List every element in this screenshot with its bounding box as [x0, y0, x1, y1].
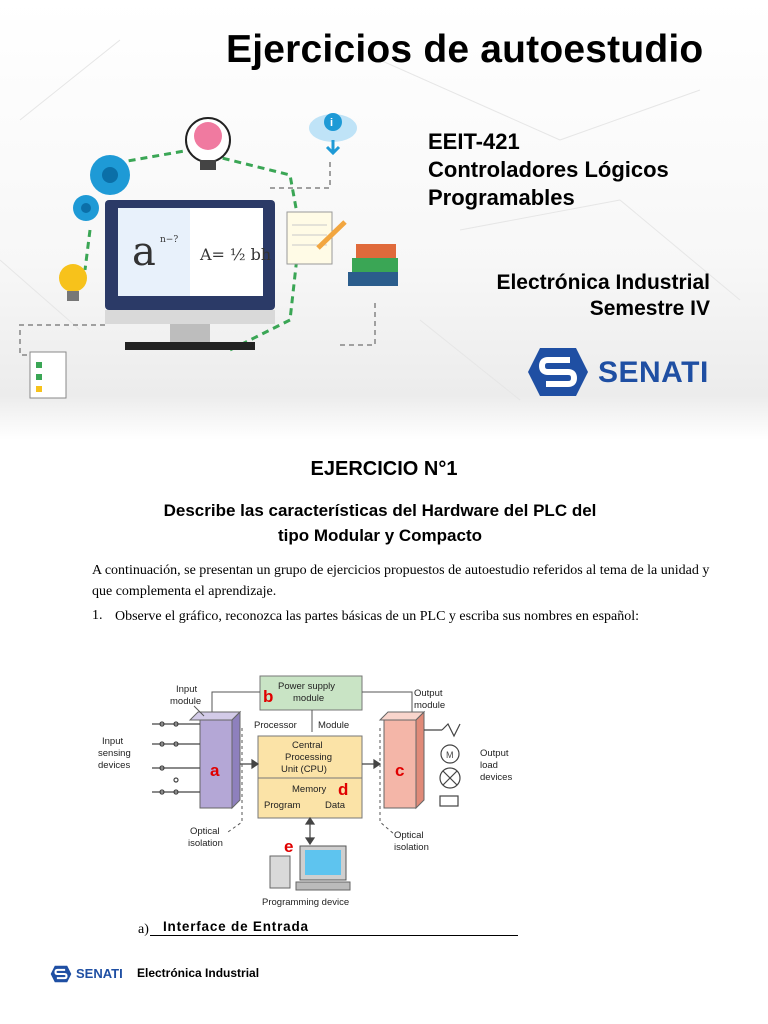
question-number: 1.: [92, 608, 103, 623]
hero-network-graphic: i a n−? A= ½ bh: [0, 39, 741, 401]
optical-isolation-right-1: Optical: [394, 830, 424, 841]
footer-brand-text: SENATI: [76, 966, 123, 981]
intro-paragraph: A continuación, se presentan un grupo de…: [92, 563, 710, 599]
department-name: Electrónica Industrial: [496, 271, 710, 294]
label-c: c: [395, 761, 404, 780]
optical-isolation-left-2: isolation: [188, 838, 223, 849]
output-module-box: [378, 710, 426, 810]
input-sensing-label-1: Input: [102, 736, 123, 747]
grey-connector: [19, 160, 376, 356]
page-title: Ejercicios de autoestudio: [226, 28, 704, 71]
cpu-label-2: Processing: [285, 752, 332, 763]
input-module-label-1: Input: [176, 684, 197, 695]
exercise-subtitle-line2: tipo Modular y Compacto: [278, 526, 482, 545]
output-module-label-1: Output: [414, 688, 443, 699]
power-supply-label-1: Power supply: [278, 681, 335, 692]
output-devices-icon: [424, 722, 461, 807]
input-sensing-label-3: devices: [98, 760, 130, 771]
course-code: EEIT-421: [428, 129, 520, 154]
power-supply-box: [259, 675, 363, 711]
exercise-subtitle-line1: Describe las características del Hardwar…: [163, 501, 597, 520]
cpu-box: [257, 735, 363, 819]
svg-text:n−?: n−?: [160, 235, 178, 245]
output-load-label-2: load: [480, 760, 498, 771]
label-b: b: [263, 687, 273, 706]
answer-value: Interface de Entrada: [163, 919, 309, 934]
monitor-icon: a n−? A= ½ bh: [105, 200, 275, 350]
books-icon: [348, 244, 398, 286]
motor-symbol: M: [446, 750, 454, 760]
senati-logo-icon: [528, 348, 588, 396]
footer-department: Electrónica Industrial: [137, 966, 260, 980]
optical-isolation-right-2: isolation: [394, 842, 429, 853]
footer-senati-logo-icon: [50, 965, 72, 983]
optical-isolation-left-1: Optical: [190, 826, 220, 837]
network-lines: [0, 39, 741, 401]
semester: Semestre IV: [589, 297, 710, 320]
output-load-label-1: Output: [480, 748, 509, 759]
question-text: Observe el gráfico, reconozca las partes…: [115, 609, 640, 624]
memory-label: Memory: [292, 784, 327, 795]
svg-text:a: a: [132, 229, 156, 275]
brain-bulb-icon: [185, 117, 231, 170]
senati-brand-text: SENATI: [598, 356, 709, 389]
input-module-box: [188, 710, 242, 810]
processor-label: Processor: [254, 720, 297, 731]
computer-icon: [269, 845, 351, 891]
dashed-connector: [83, 148, 302, 352]
cpu-label-1: Central: [292, 740, 323, 751]
input-switches-icon: [152, 721, 200, 795]
power-supply-label-2: module: [293, 693, 324, 704]
course-name: Controladores Lógicos Programables: [428, 157, 669, 210]
module-label: Module: [318, 720, 349, 731]
plc-diagram: Power supply module b a Input module Inp…: [98, 675, 512, 908]
gear-icon: [73, 155, 130, 221]
exercise-subtitle: Describe las características del Hardwar…: [100, 498, 660, 548]
programming-device-label: Programming device: [262, 897, 349, 908]
answer-underline: [150, 935, 518, 936]
program-label: Program: [264, 800, 301, 811]
notepad-icon: [286, 211, 347, 265]
label-e: e: [284, 837, 293, 856]
cpu-label-3: Unit (CPU): [281, 764, 327, 775]
answer-label: a): [138, 922, 149, 937]
input-sensing-label-2: sensing: [98, 748, 131, 759]
input-module-label-2: module: [170, 696, 201, 707]
department-block: Electrónica Industrial Semestre IV: [496, 270, 710, 322]
svg-text:i: i: [330, 117, 333, 129]
lightbulb-icon: [59, 264, 87, 301]
svg-text:A= ½ bh: A= ½ bh: [199, 245, 271, 264]
cloud-info-icon: i: [309, 113, 357, 156]
checklist-icon: [29, 351, 67, 399]
output-module-label-2: module: [414, 700, 445, 711]
label-d: d: [338, 780, 348, 799]
data-label: Data: [325, 800, 346, 811]
label-a: a: [210, 761, 220, 780]
output-load-label-3: devices: [480, 772, 512, 783]
exercise-title: EJERCICIO N°1: [310, 458, 458, 480]
